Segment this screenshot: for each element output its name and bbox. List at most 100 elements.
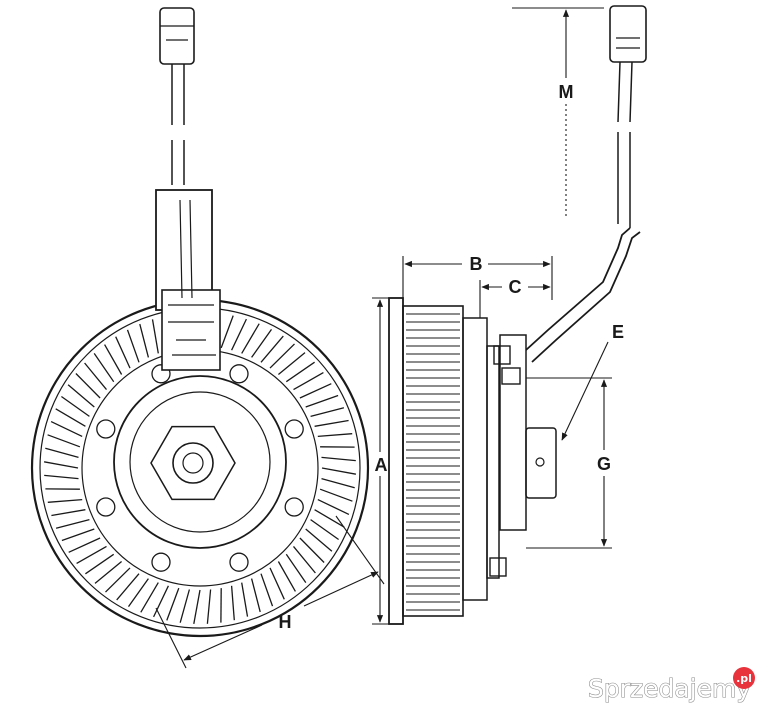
fin-line <box>277 352 306 376</box>
front-cable-lower <box>171 140 185 185</box>
fin-line <box>104 344 123 375</box>
watermark-text: Sprzedajemy <box>588 674 751 703</box>
fin-line <box>140 582 159 613</box>
fin-line <box>84 362 108 391</box>
clutch-plate <box>462 317 488 601</box>
fin-line <box>292 545 316 574</box>
side-fins <box>406 313 460 611</box>
fin-line <box>45 447 79 459</box>
bolt-bottom <box>489 557 507 577</box>
watermark-suffix: .pl <box>736 672 752 685</box>
fin-line <box>241 582 249 617</box>
front-connector-details <box>160 25 194 41</box>
fin-line <box>55 518 90 529</box>
fin-line <box>230 585 235 621</box>
fin-line <box>139 323 150 358</box>
fin-line <box>310 519 339 541</box>
fin-line <box>47 434 81 448</box>
fin-line <box>116 573 140 601</box>
fin-line <box>269 567 285 600</box>
hub-hex-nut <box>150 425 236 501</box>
fin-line <box>285 553 307 583</box>
hub-outer <box>113 375 287 549</box>
bracket-cable <box>179 199 193 299</box>
fin-line <box>260 573 274 607</box>
dim-h-arrow-right <box>303 571 379 607</box>
front-connector <box>159 7 195 65</box>
fin-line <box>50 421 83 437</box>
bolt-head <box>229 364 249 384</box>
fin-line <box>299 537 325 563</box>
bolt-head <box>284 497 304 517</box>
fin-line <box>75 373 101 399</box>
fin-line <box>115 336 131 369</box>
fin-line <box>55 408 86 427</box>
fin-line <box>321 467 357 475</box>
fin-line <box>277 561 296 592</box>
bolt-head <box>96 497 116 517</box>
fin-line <box>269 343 295 369</box>
fin-line <box>321 477 355 489</box>
bolt-head <box>96 419 116 439</box>
fin-line <box>151 319 159 354</box>
fin-line <box>94 560 123 584</box>
fin-line <box>76 545 107 564</box>
fin-line <box>321 456 356 462</box>
dim-h-ext-left <box>155 607 187 669</box>
fin-line <box>220 315 234 349</box>
side-bracket <box>525 227 631 351</box>
fin-line <box>251 329 273 358</box>
clutch-flange <box>486 345 500 579</box>
fin-line <box>206 589 212 624</box>
label-h: H <box>279 612 292 632</box>
dim-h-ext-right <box>335 515 385 585</box>
fin-line <box>299 383 332 399</box>
rim-edge <box>388 297 404 625</box>
fin-line <box>179 589 191 623</box>
label-b: B <box>470 254 483 274</box>
fin-line <box>314 509 345 528</box>
cooling-fins <box>43 311 357 625</box>
dimension-lines <box>155 7 612 669</box>
label-c: C <box>509 277 522 297</box>
fin-line <box>44 474 79 480</box>
fin-line <box>319 488 353 502</box>
fin-line <box>231 318 247 351</box>
side-view <box>388 5 647 625</box>
fin-line <box>317 499 350 515</box>
fin-line <box>68 537 101 553</box>
bolt-top <box>493 345 511 365</box>
fin-line <box>85 553 115 575</box>
fin-line <box>93 353 115 383</box>
fin-line <box>127 578 149 607</box>
fin-line <box>305 528 333 552</box>
fin-line <box>317 433 353 438</box>
fin-line <box>241 323 260 354</box>
fin-line <box>285 361 315 383</box>
hall-sensor-screw <box>535 457 545 467</box>
dim-h-arrow-left <box>183 624 263 661</box>
fin-line <box>166 587 180 621</box>
sensor-details <box>168 304 216 356</box>
watermark: Sprzedajemy .pl <box>587 667 755 704</box>
fin-line <box>305 394 339 408</box>
watermark-badge <box>733 667 755 689</box>
fin-line <box>47 498 83 503</box>
fin-line <box>310 407 345 418</box>
fin-line <box>293 372 324 391</box>
fin-line <box>61 528 95 542</box>
label-e: E <box>612 322 624 342</box>
fin-line <box>51 509 86 517</box>
front-view <box>30 7 370 638</box>
fin-line <box>67 384 95 408</box>
sensor-housing <box>161 289 221 371</box>
hall-sensor <box>525 427 557 499</box>
fin-line <box>126 329 140 363</box>
dimension-labels: A B C E G H M <box>279 82 625 632</box>
hub-ring <box>129 391 271 533</box>
fin-line <box>61 395 90 417</box>
fin-line <box>193 589 201 625</box>
fin-line <box>43 461 79 469</box>
